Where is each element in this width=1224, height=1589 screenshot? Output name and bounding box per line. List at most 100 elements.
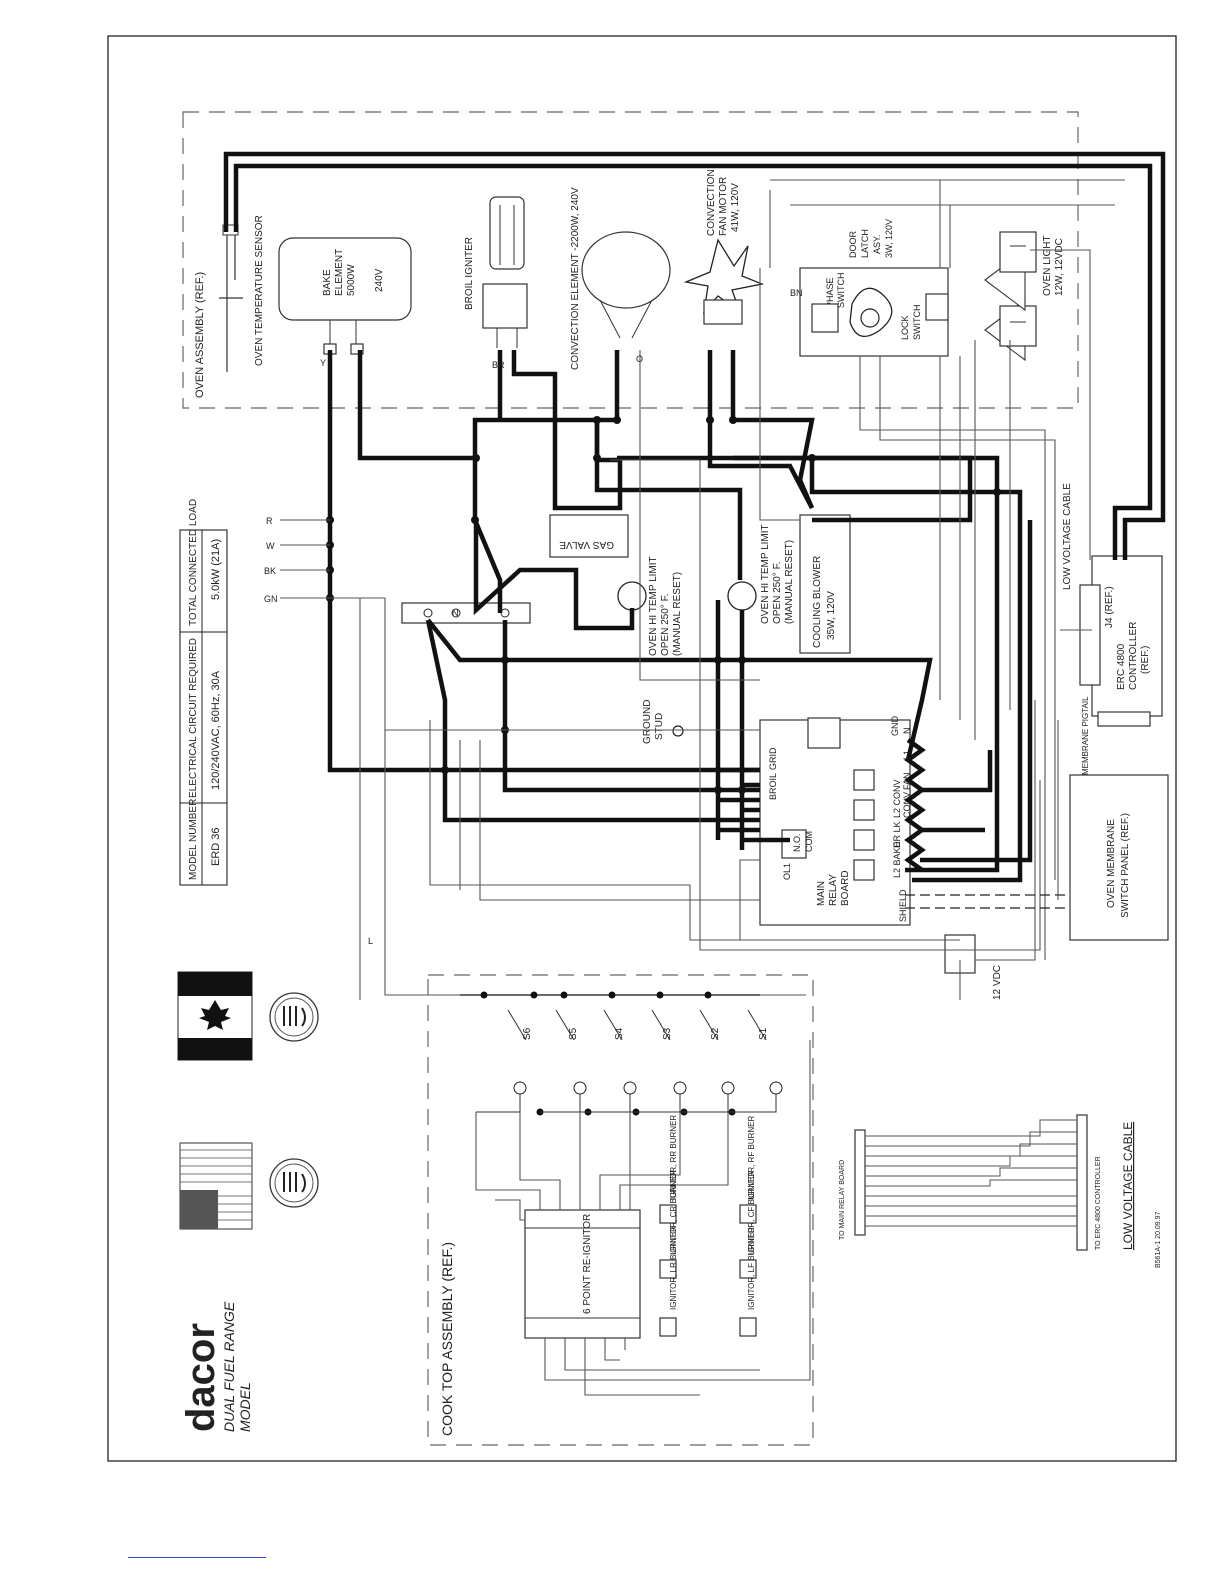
svg-text:CONVECTION ELEMENT -2200W, 240: CONVECTION ELEMENT -2200W, 240V [570,187,581,370]
svg-text:DR LK: DR LK [892,821,902,848]
lock-switch-label: LOCK SWITCH [900,305,922,341]
svg-text:BAKE: BAKE [322,269,333,296]
cooling-blower-label: COOLING BLOWER 35W, 120V [812,556,837,648]
power-wiring [223,151,1166,883]
svg-text:MODEL: MODEL [237,1382,253,1432]
svg-text:dacor: dacor [179,1323,223,1432]
svg-text:ERD 36: ERD 36 [210,827,222,866]
erc-controller-label: ERC 4800 CONTROLLER (REF.) J4 (REF.) [1104,586,1151,690]
spec-header-load: TOTAL CONNECTED LOAD [188,499,199,626]
convection-fan-label: CONVECTION FAN MOTOR 41W, 120V [706,169,741,236]
gas-valve-label: GAS VALVE [559,539,614,550]
svg-text:GN: GN [264,594,278,604]
svg-text:S3: S3 [662,1027,673,1040]
svg-text:SHIELD: SHIELD [898,889,908,922]
spec-value-circuit: 120/240VAC, 60Hz, 30A [210,670,222,790]
svg-text:OVEN LIGHT: OVEN LIGHT [1042,235,1053,296]
svg-text:L2 BAKE: L2 BAKE [892,841,902,878]
canada-flag-icon [177,971,253,1061]
membrane-pigtail-label: MEMBRANE PIGTAIL [1081,696,1090,775]
phase-switch-label: PHASE SWITCH [825,273,846,309]
cooktop-assembly-label: COOK TOP ASSEMBLY (REF.) [439,1242,455,1436]
switch-panel-label: OVEN MEMBRANE SWITCH PANEL (REF.) [1106,813,1131,918]
svg-text:S5: S5 [568,1027,579,1040]
svg-text:N: N [452,608,459,618]
svg-text:COOLING BLOWER: COOLING BLOWER [812,556,823,648]
svg-text:MAIN: MAIN [816,881,827,906]
temperature-sensor-label: OVEN TEMPERATURE SENSOR [254,215,265,366]
switch-s3: S3 [651,1009,687,1112]
svg-text:J4 (REF.): J4 (REF.) [1104,586,1115,628]
svg-text:ELECTRICAL CIRCUIT REQUIRED: ELECTRICAL CIRCUIT REQUIRED [188,638,199,798]
convection-fan-icon [683,238,765,325]
cooktop-switch-bus [460,991,760,1116]
svg-text:(REF.): (REF.) [1140,646,1151,674]
svg-text:ASY.: ASY. [872,235,882,254]
svg-text:12 VDC: 12 VDC [992,965,1003,1000]
svg-text:SWITCH: SWITCH [836,273,846,309]
svg-text:6 POINT RE-IGNITOR: 6 POINT RE-IGNITOR [582,1214,593,1314]
main-relay-board [759,719,911,926]
svg-text:BR: BR [492,360,505,370]
svg-text:ERC 4800: ERC 4800 [1116,643,1127,690]
signal-wiring [280,179,1125,1000]
svg-text:Y: Y [320,358,326,368]
svg-text:LATCH: LATCH [860,229,870,258]
temp-limit-2-label: OVEN HI TEMP LIMIT OPEN 250° F. (MANUAL … [760,524,795,624]
spec-table [179,529,228,886]
temp-limit-1-label: OVEN HI TEMP LIMIT OPEN 250° F. (MANUAL … [648,556,683,656]
page-frame [107,35,1177,1462]
svg-text:IGNITOR, LF BURNER: IGNITOR, LF BURNER [747,1227,756,1310]
svg-text:OPEN 250° F.: OPEN 250° F. [660,594,671,656]
erc-controller-box [1091,555,1163,717]
svg-text:R: R [266,516,273,526]
svg-text:CONVECTION: CONVECTION [706,169,717,236]
svg-text:L: L [368,936,373,946]
footer-link-underline[interactable] [128,1557,266,1558]
svg-text:S6: S6 [522,1027,533,1040]
svg-text:OVEN MEMBRANE: OVEN MEMBRANE [1106,819,1117,908]
reignitor-wiring [475,1040,811,1396]
bake-element-shape [278,237,412,321]
cooling-blower-shape [799,514,851,654]
svg-text:S4: S4 [614,1027,625,1040]
svg-text:IGNITOR, CF BURNER: IGNITOR, CF BURNER [747,1170,756,1255]
spec-value-load: 5.0kW (21A) [210,539,222,600]
certification-seal-icon-2 [269,1158,319,1208]
main-relay-label: MAIN RELAY BOARD [816,870,851,906]
svg-text:SWITCH PANEL (REF.): SWITCH PANEL (REF.) [1120,813,1131,918]
broil-igniter-label: BROIL IGNITER [464,237,475,310]
svg-text:35W, 120V: 35W, 120V [826,591,837,640]
svg-text:OVEN ASSEMBLY (REF.): OVEN ASSEMBLY (REF.) [194,272,206,398]
svg-text:STUD: STUD [654,713,665,740]
lock-switch-shape [925,293,949,321]
brand-logo: dacor [179,1323,223,1432]
spec-header-circuit: ELECTRICAL CIRCUIT REQUIRED [188,638,199,798]
svg-text:5.0kW (21A): 5.0kW (21A) [210,539,222,600]
svg-text:LOW VOLTAGE CABLE: LOW VOLTAGE CABLE [1121,1122,1135,1250]
svg-text:GRID: GRID [768,747,778,770]
svg-text:IGNITOR, LR BURNER: IGNITOR, LR BURNER [669,1226,678,1310]
svg-text:BN: BN [790,288,803,298]
svg-text:LOCK: LOCK [900,315,910,340]
svg-text:ELEMENT: ELEMENT [334,249,345,296]
svg-text:SWITCH: SWITCH [912,305,922,341]
cooktop-assembly-border [427,974,814,1446]
certification-seal-icon [269,992,319,1042]
svg-text:TO MAIN RELAY BOARD: TO MAIN RELAY BOARD [839,1160,846,1240]
oven-assembly-border [182,111,1079,409]
svg-text:OVEN HI TEMP LIMIT: OVEN HI TEMP LIMIT [648,556,659,656]
svg-text:TO ERC 4800 CONTROLLER: TO ERC 4800 CONTROLLER [1095,1156,1102,1250]
burner-ignitors [659,1204,757,1337]
reignitor-module [524,1209,641,1339]
svg-text:COOK TOP ASSEMBLY (REF.): COOK TOP ASSEMBLY (REF.) [439,1242,455,1436]
svg-text:IGNITOR, CR BURNER: IGNITOR, CR BURNER [669,1170,678,1255]
svg-text:BOARD: BOARD [840,870,851,906]
svg-text:OPEN 250° F.: OPEN 250° F. [772,562,783,624]
oven-light-label: OVEN LIGHT 12W, 12VDC [1042,235,1065,296]
svg-text:(MANUAL RESET): (MANUAL RESET) [672,572,683,656]
svg-text:PHASE: PHASE [825,277,835,308]
switch-s5: S5 [555,1009,587,1112]
